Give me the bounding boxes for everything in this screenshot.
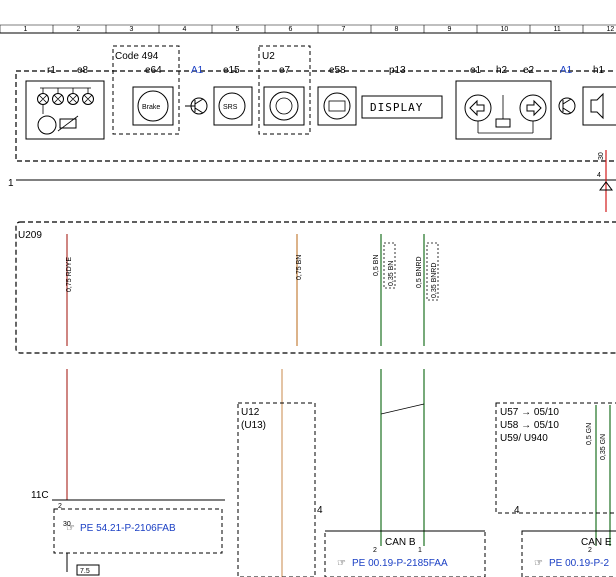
ruler-label: 8 xyxy=(395,26,399,33)
ruler-label: 11 xyxy=(554,26,561,33)
e58-lamp-box xyxy=(317,86,357,126)
ruler-label: 5 xyxy=(236,26,240,33)
label-r1: r1 xyxy=(47,65,56,76)
wire-label-bn: 0,75 BN xyxy=(296,255,303,280)
side-pin-30: 30 xyxy=(598,152,605,160)
cluster-box xyxy=(15,70,616,162)
srs-lamp-box xyxy=(213,86,253,126)
srs-icon xyxy=(218,92,246,120)
module-11c-box xyxy=(53,508,223,554)
cluster-connector-number: 1 xyxy=(8,178,14,189)
e7-lamp-icon xyxy=(269,91,299,121)
u209-label: U209 xyxy=(18,230,42,241)
ruler-label: 1 xyxy=(24,26,28,33)
ruler-label: 7 xyxy=(342,26,346,33)
h1-box xyxy=(582,86,616,126)
connector-11c-label: 11C xyxy=(31,490,49,501)
brake-label: Brake xyxy=(142,104,160,111)
ref-link-1[interactable]: PE 54.21-P-2106FAB xyxy=(80,523,176,534)
brake-icon xyxy=(137,90,169,122)
wire-label-box-2 xyxy=(426,242,439,301)
srs-label: SRS xyxy=(223,104,238,111)
left-arrow-icon xyxy=(464,94,492,122)
wire-label-05bn: 0,5 BN xyxy=(373,255,380,276)
can-b-label: CAN B xyxy=(385,537,416,548)
display-box xyxy=(361,95,443,119)
pin-30-label: 30 xyxy=(63,521,71,528)
label-e7: e7 xyxy=(279,65,291,76)
pin-2-label: 2 xyxy=(58,503,62,510)
side-pin-4: 4 xyxy=(597,172,601,179)
u58-label: U58 → 05/10 xyxy=(500,420,559,431)
wire-label-05gn: 0,5 GN xyxy=(586,423,593,445)
label-u2: U2 xyxy=(262,51,275,62)
right-arrow-icon xyxy=(519,94,547,122)
label-e58: e58 xyxy=(329,65,346,76)
turn-signal-block xyxy=(455,80,552,140)
ruler-label: 3 xyxy=(130,26,134,33)
label-e15: e15 xyxy=(223,65,240,76)
label-a1: A1 xyxy=(191,65,204,76)
u13-label: (U13) xyxy=(241,420,266,431)
wire-label-rdye: 0,75 RDYE xyxy=(66,257,73,292)
ref-link-3[interactable]: PE 00.19-P-2 xyxy=(549,558,609,569)
can-e-connector-number: 4 xyxy=(514,505,520,516)
ruler-label: 2 xyxy=(77,26,81,33)
u57-box xyxy=(495,402,616,514)
u209-harness-box xyxy=(15,221,616,354)
label-e1: e1 xyxy=(470,65,482,76)
can-b-pin-1: 1 xyxy=(418,547,422,554)
label-p13: p13 xyxy=(389,65,406,76)
twisted-pair-mark xyxy=(380,403,425,415)
can-b-pin-2: 2 xyxy=(373,547,377,554)
can-e-module-box xyxy=(521,530,616,577)
label-code-494: Code 494 xyxy=(115,51,159,62)
ruler-label: 6 xyxy=(289,26,293,33)
sensor-icon xyxy=(37,115,57,135)
can-b-connector-number: 4 xyxy=(317,505,323,516)
brake-lamp-box xyxy=(132,86,174,126)
display-text: DISPLAY xyxy=(370,101,423,114)
hand-pointer-icon-3: ☞ xyxy=(534,558,543,569)
lamp-block-r1-e8 xyxy=(25,80,105,140)
u57-label: U57 → 05/10 xyxy=(500,407,559,418)
ruler-label: 4 xyxy=(183,26,187,33)
fuse-symbol-icon xyxy=(599,181,613,191)
label-e8: e8 xyxy=(77,65,89,76)
wire-label-035gn: 0,35 GN xyxy=(600,434,607,460)
engine-shape-icon xyxy=(328,100,346,112)
wire-label-035bnrd: 0,35 BNRD xyxy=(431,263,438,298)
hand-pointer-icon-2: ☞ xyxy=(337,558,346,569)
can-b-module-box xyxy=(324,530,486,577)
label-e64: e64 xyxy=(145,65,162,76)
u59-label: U59/ U940 xyxy=(500,433,548,444)
ref-link-2[interactable]: PE 00.19-P-2185FAA xyxy=(352,558,448,569)
label-a1-right: A1 xyxy=(560,65,573,76)
u12-label: U12 xyxy=(241,407,260,418)
can-e-label: CAN E xyxy=(581,537,612,548)
label-h2: h2 xyxy=(496,65,508,76)
ruler-label: 12 xyxy=(607,26,615,33)
wire-label-035bn: 0,35 BN xyxy=(388,261,395,286)
transistor-a1-right-icon xyxy=(558,97,576,115)
fuse-value: 7.5 xyxy=(80,568,90,575)
label-e2: e2 xyxy=(523,65,535,76)
can-e-pin-2: 2 xyxy=(588,547,592,554)
speaker-icon xyxy=(590,92,604,120)
wire-label-box-1 xyxy=(383,242,396,289)
e7-inner-icon xyxy=(275,97,293,115)
ruler-label: 9 xyxy=(448,26,452,33)
hand-pointer-icon: ☞ xyxy=(66,523,75,534)
u12-box xyxy=(237,402,316,577)
fuse-box xyxy=(76,564,100,576)
u2-box xyxy=(258,45,311,135)
transistor-a1-icon xyxy=(185,97,208,115)
e7-lamp-box xyxy=(263,86,305,126)
label-h1: h1 xyxy=(593,65,605,76)
wire-label-05bnrd: 0,5 BNRD xyxy=(416,256,423,288)
engine-icon xyxy=(323,92,351,120)
ruler-label: 10 xyxy=(501,26,509,33)
